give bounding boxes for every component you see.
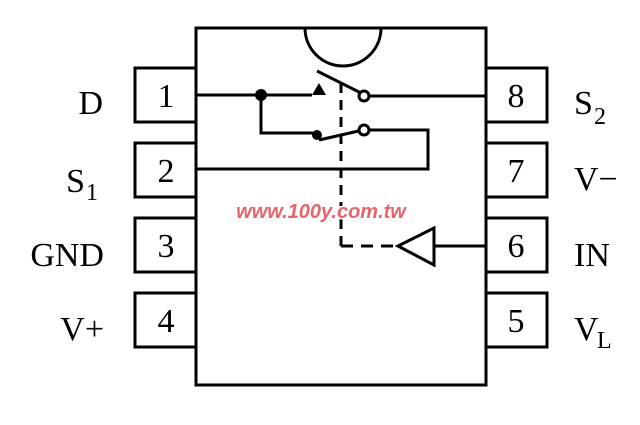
- pin-6-number: 6: [508, 228, 525, 265]
- pin-8-label: S: [574, 85, 593, 122]
- pin-6-label: IN: [574, 237, 610, 274]
- pin-2-label: S: [66, 163, 85, 200]
- pin-2-number: 2: [158, 153, 175, 190]
- pin-1-label: D: [78, 85, 103, 122]
- pin-3-box: [133, 216, 198, 274]
- switch-2-pivot: [312, 130, 322, 140]
- internal-wiring: [196, 69, 486, 268]
- pin-8-number: 8: [508, 78, 525, 115]
- pin-3-number: 3: [158, 228, 175, 265]
- pin-3-label: GND: [30, 237, 104, 274]
- watermark-text: www.100y.com.tw: [236, 201, 407, 223]
- switch-1-contact: [357, 89, 371, 103]
- wire-d-to-switch2: [259, 95, 313, 135]
- pin-5: 5: [484, 291, 549, 349]
- pin-4-box: [133, 291, 198, 349]
- pin-5-number: 5: [508, 303, 525, 340]
- pin-5-box: [484, 291, 549, 349]
- pin-7-box: [484, 141, 549, 199]
- switch-1-arm: [316, 69, 364, 96]
- pin-5-label-sub: L: [597, 328, 612, 354]
- switch-2-contact: [357, 123, 371, 137]
- orientation-notch: [303, 27, 383, 68]
- input-buffer: [394, 225, 436, 268]
- ic-body: [194, 26, 488, 387]
- pin-1: 1: [133, 66, 198, 124]
- pin-4: 4: [133, 291, 198, 349]
- pin-7: 7: [484, 141, 549, 199]
- pin-5-label: V: [574, 311, 599, 348]
- switch-1-pivot: [312, 83, 326, 95]
- junction-dot: [255, 89, 267, 101]
- wire-s1: [196, 128, 430, 171]
- pin-2-box: [133, 141, 198, 199]
- pin-6: 6: [484, 216, 549, 274]
- pin-4-label: V+: [60, 311, 104, 348]
- pin-7-number: 7: [508, 153, 525, 190]
- pin-7-label: V−: [574, 161, 618, 198]
- pin-1-box: [133, 66, 198, 124]
- pin-8-label-sub: 2: [594, 104, 606, 130]
- pin-3: 3: [133, 216, 198, 274]
- pin-1-number: 1: [158, 78, 175, 115]
- pin-8: 8: [484, 66, 549, 124]
- pin-2: 2: [133, 141, 198, 199]
- pin-4-number: 4: [158, 303, 175, 340]
- pin-2-label-sub: 1: [86, 180, 98, 206]
